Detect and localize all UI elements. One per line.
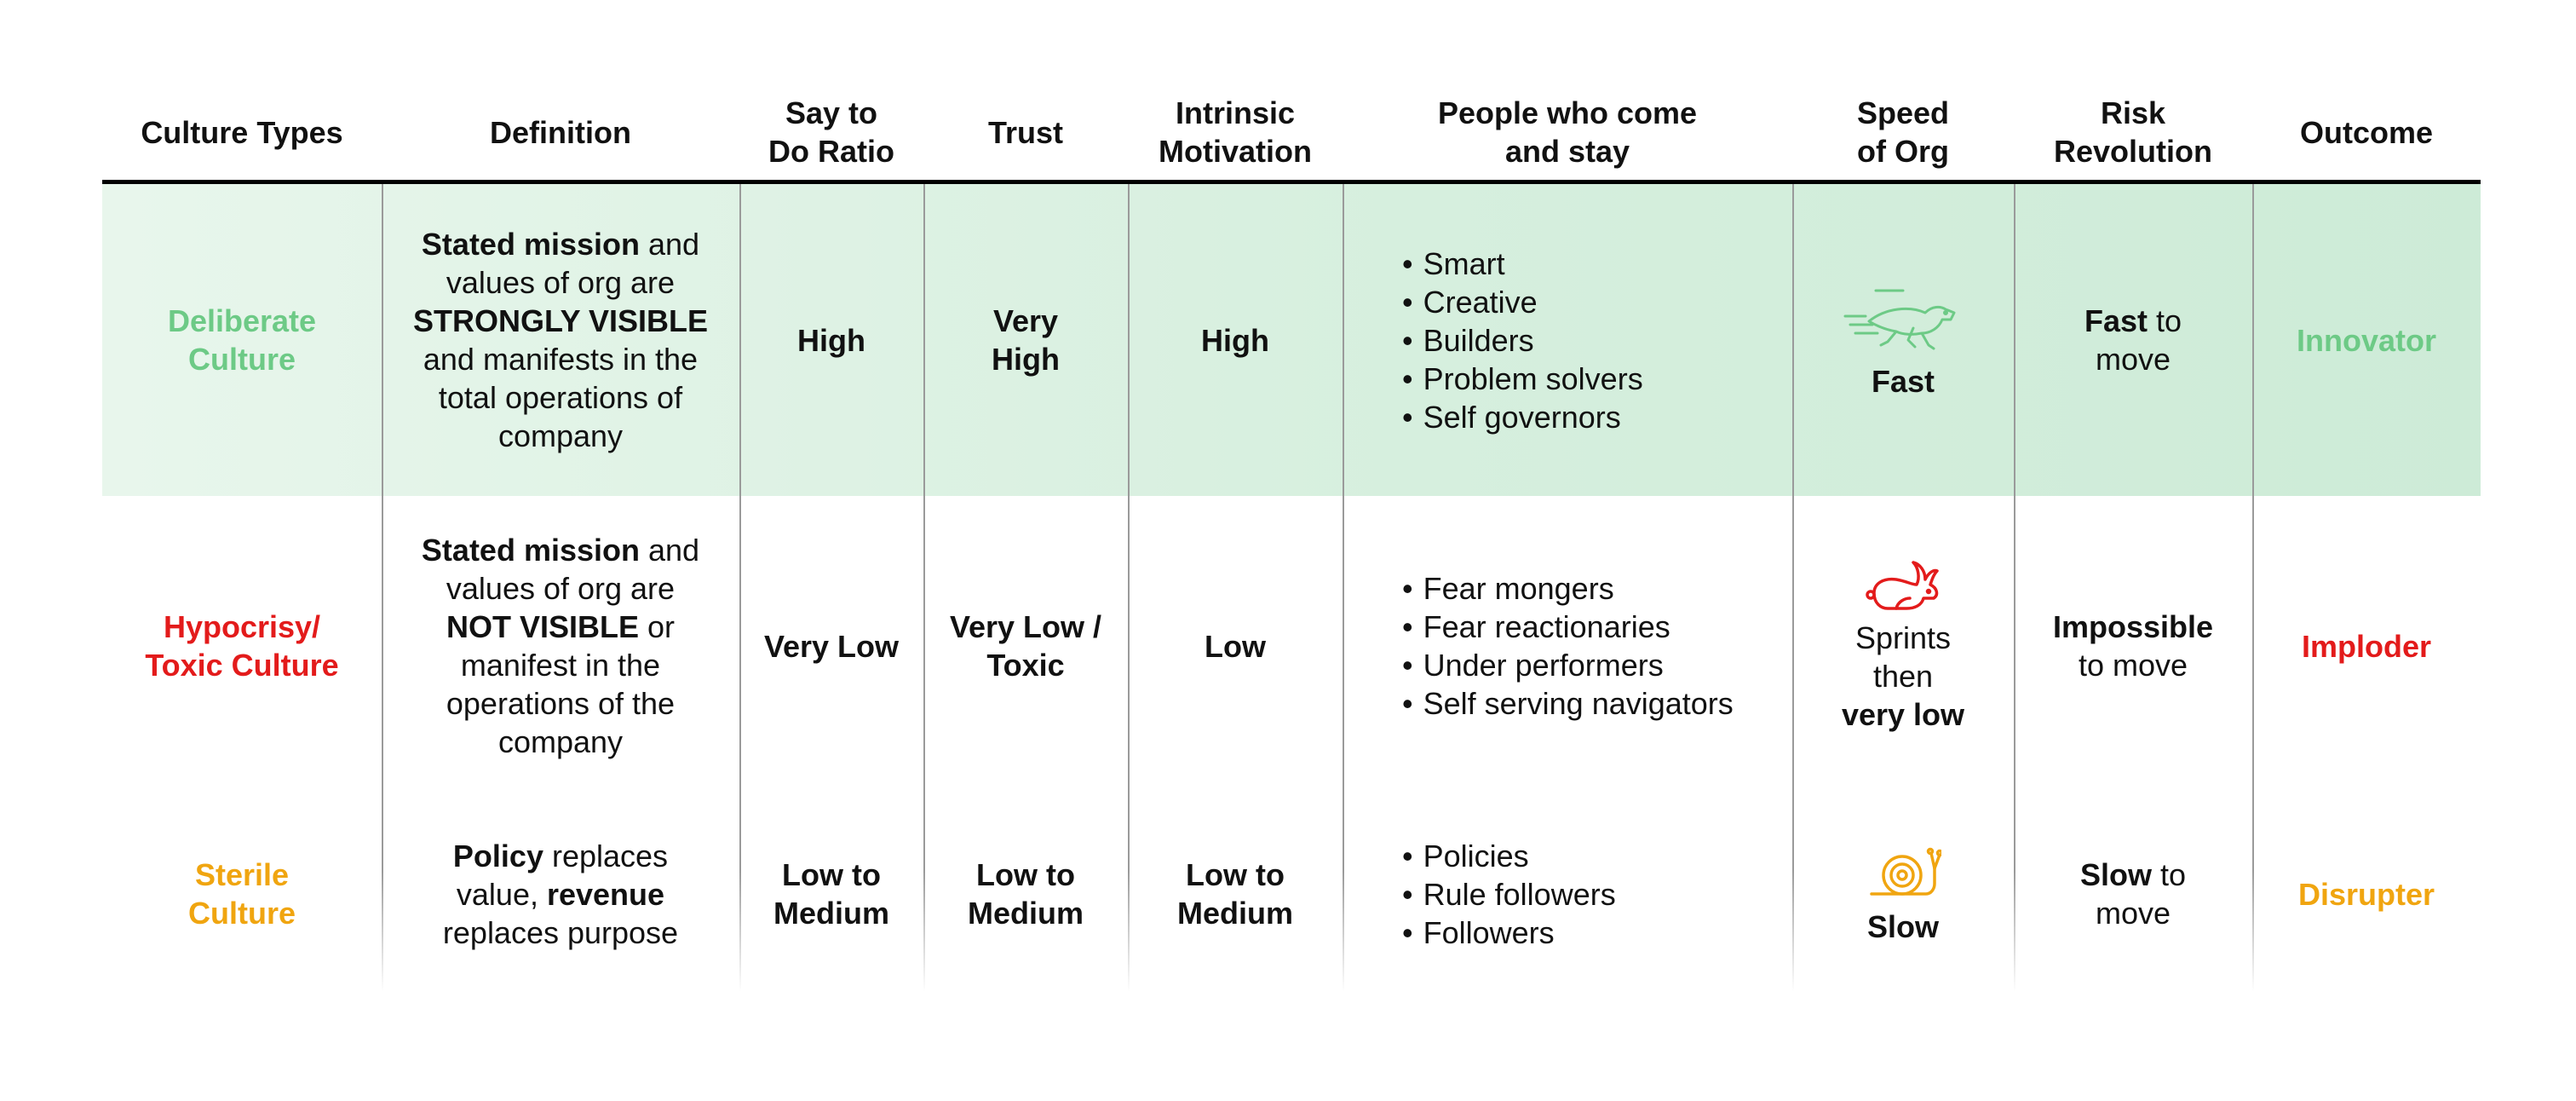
list-item: Rule followers [1402,875,1792,914]
risk-revolution: Slow to move [2079,857,2187,931]
header-definition: Definition [490,114,631,150]
people-list: Smart Creative Builders Problem solvers … [1343,184,1792,496]
people-list: Policies Rule followers Followers [1343,796,1792,992]
outcome: Disrupter [2297,876,2435,912]
list-item: Fear reactionaries [1402,608,1792,646]
column-divider [1792,184,1794,992]
definition: Stated mission and values of org are NOT… [421,533,700,759]
column-divider [2252,184,2254,992]
definition: Policy replaces value, revenue replaces … [442,838,679,950]
risk-revolution: Fast to move [2084,303,2182,377]
table-row-toxic: Hypocrisy/Toxic Culture Stated mission a… [102,496,2481,796]
column-divider [923,184,925,992]
people-list: Fear mongers Fear reactionaries Under pe… [1343,496,1792,796]
list-item: Smart [1402,245,1792,283]
column-divider [2014,184,2015,992]
list-item: Builders [1402,321,1792,360]
header-culture-types: Culture Types [141,114,343,150]
column-divider [1343,184,1344,992]
speed: Slow [1792,796,2014,992]
list-item: Policies [1402,837,1792,875]
culture-type: Hypocrisy/Toxic Culture [145,609,339,683]
list-item: Self governors [1402,398,1792,436]
list-item: Creative [1402,283,1792,321]
say-do-ratio: High [797,322,865,358]
running-cheetah-icon [1843,289,1956,349]
snail-icon [1870,847,1941,896]
speed: Sprints then very low [1792,496,2014,796]
header-divider [102,180,2481,184]
list-item: Fear mongers [1402,569,1792,608]
list-item: Under performers [1402,646,1792,684]
list-item: Self serving navigators [1402,684,1792,723]
outcome: Innovator [2296,322,2436,358]
list-item: Problem solvers [1402,360,1792,398]
definition: Stated mission and values of org are STR… [412,227,709,453]
say-do-ratio: Very Low [763,628,900,664]
speed: Fast [1792,184,2014,496]
motivation: Low [1205,628,1266,664]
header-outcome: Outcome [2299,114,2434,150]
column-divider [382,184,383,992]
risk-revolution: Impossible to move [2052,609,2214,683]
rabbit-icon [1866,560,1939,610]
trust: Very Low /Toxic [949,609,1102,683]
column-divider [1128,184,1130,992]
header-trust: Trust [987,114,1063,150]
column-divider [739,184,741,992]
outcome: Imploder [2301,628,2431,664]
motivation: High [1201,322,1269,358]
list-item: Followers [1402,914,1792,952]
